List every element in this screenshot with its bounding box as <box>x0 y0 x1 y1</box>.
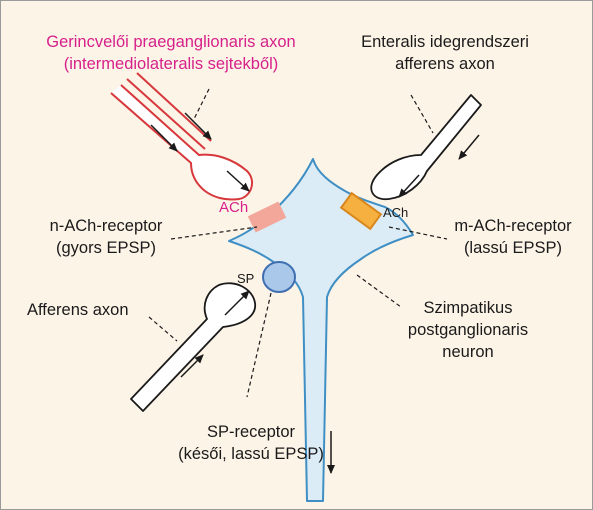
n-ach-receptor-label-line2: (gyors EPSP) <box>56 239 156 257</box>
preganglionic-outer-arrow <box>150 124 178 152</box>
ach-label-right: ACh <box>383 205 409 220</box>
enteric-outer-arrow <box>458 134 480 160</box>
m-ach-receptor-label: m-ACh-receptor (lassú EPSP) <box>443 215 583 259</box>
sp-receptor-label: SP-receptor (késői, lassú EPSP) <box>161 421 341 465</box>
leader-sympathetic <box>356 274 402 308</box>
preganglionic-label-line2: (intermediolateralis sejtekből) <box>63 55 279 73</box>
leader-preganglionic <box>192 88 210 122</box>
preganglionic-inner-arrow <box>184 112 212 140</box>
afferent-terminal-arrow <box>224 290 250 316</box>
postganglionic-neuron-body <box>228 158 414 502</box>
leader-afferent <box>148 316 178 342</box>
enteric-label: Enteralis idegrendszeri afferens axon <box>331 31 559 75</box>
ach-label-left: ACh <box>219 199 249 216</box>
m-ach-receptor-shape <box>339 191 383 231</box>
sympathetic-neuron-label: Szimpatikus postganglionaris neuron <box>393 297 543 363</box>
m-ach-receptor-label-line1: m-ACh-receptor <box>454 217 572 235</box>
sympathetic-neuron-label-line2: postganglionaris <box>407 321 529 339</box>
sp-label: SP <box>237 271 255 286</box>
leader-sp-receptor <box>246 292 272 398</box>
preganglionic-label-line1: Gerincvelői praeganglionaris axon <box>46 33 296 51</box>
preganglionic-axon-terminal <box>110 84 254 201</box>
n-ach-receptor-label-line1: n-ACh-receptor <box>49 217 163 235</box>
enteric-label-line1: Enteralis idegrendszeri <box>361 33 529 51</box>
afferent-outer-arrow <box>180 354 204 378</box>
afferent-axon-terminal <box>130 282 256 412</box>
leader-enteric <box>410 94 434 134</box>
leader-nach <box>170 226 258 240</box>
afferent-axon-label: Afferens axon <box>27 301 129 319</box>
preganglionic-label: Gerincvelői praeganglionaris axon (inter… <box>11 31 331 75</box>
preganglionic-terminal-arrow <box>226 170 250 192</box>
m-ach-receptor-label-line2: (lassú EPSP) <box>463 239 563 257</box>
enteric-label-line2: afferens axon <box>395 55 495 73</box>
sympathetic-neuron-label-line3: neuron <box>442 343 494 361</box>
enteric-axon-terminal <box>370 94 482 201</box>
enteric-terminal-arrow <box>398 174 420 198</box>
sp-receptor-label-line1: SP-receptor <box>206 423 296 441</box>
sp-receptor-label-line2: (késői, lassú EPSP) <box>178 445 324 463</box>
sp-receptor-shape <box>262 261 296 293</box>
sympathetic-neuron-label-line1: Szimpatikus <box>423 299 513 317</box>
n-ach-receptor-label: n-ACh-receptor (gyors EPSP) <box>31 215 181 259</box>
leader-mach <box>388 226 448 240</box>
n-ach-receptor-shape <box>247 201 287 233</box>
